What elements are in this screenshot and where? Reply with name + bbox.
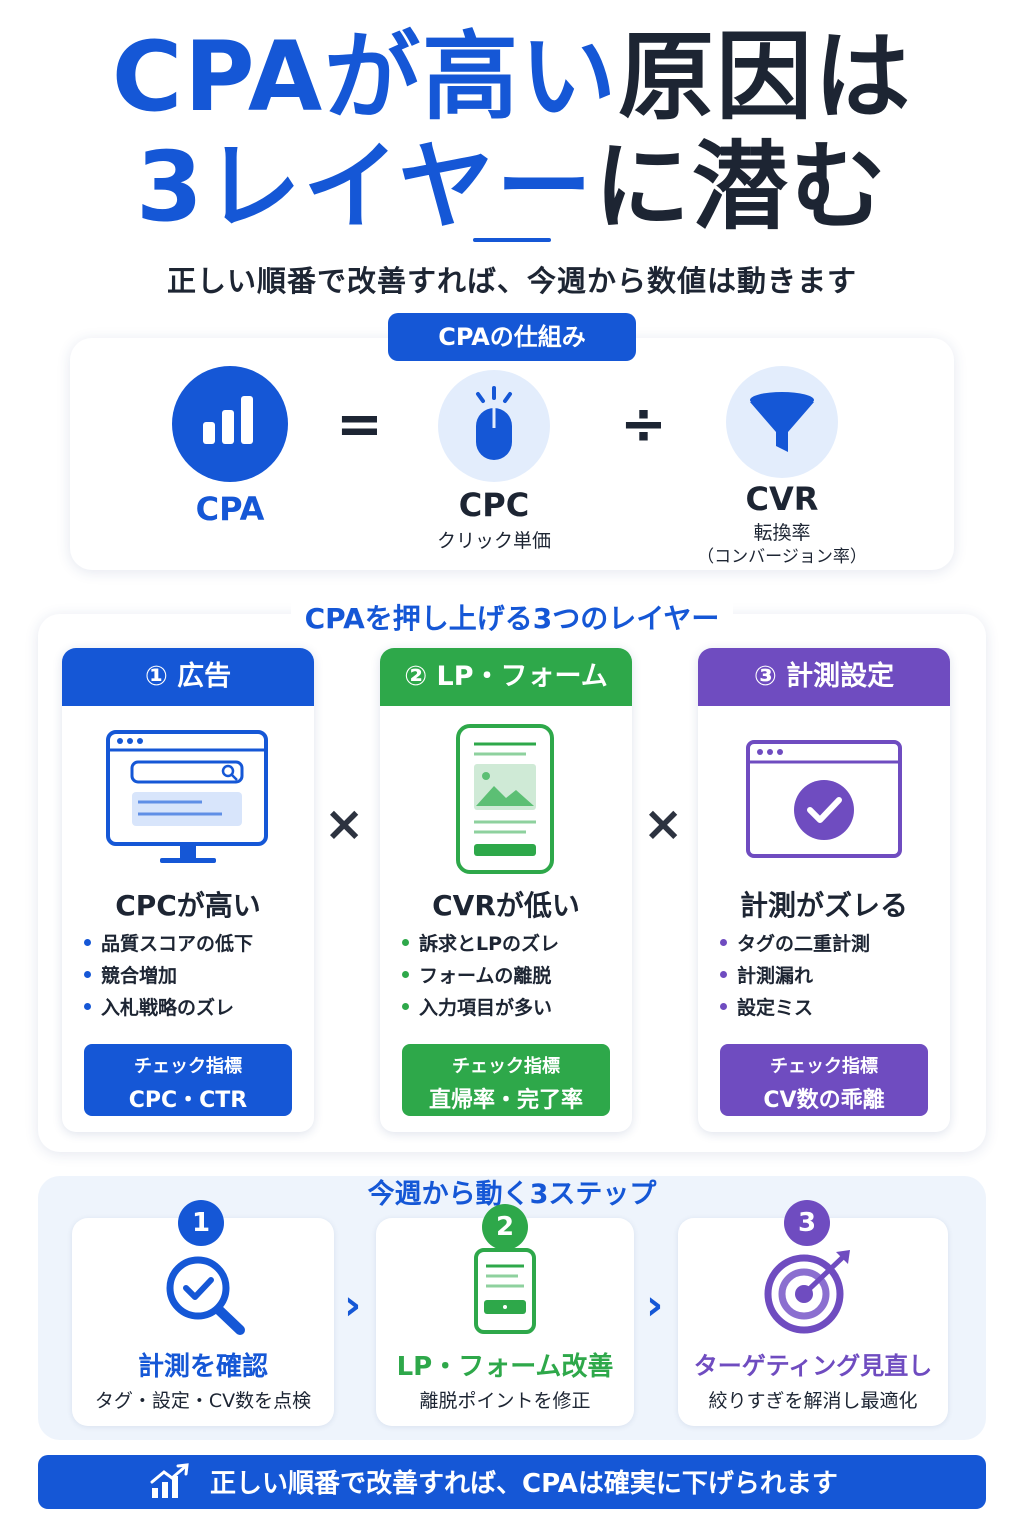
step-chevron: › xyxy=(344,1280,362,1329)
step-number: 2 xyxy=(482,1204,528,1250)
metric-value: CV数の乖離 xyxy=(763,1088,885,1113)
mouse-click-icon xyxy=(476,386,512,460)
cpa-label: CPA xyxy=(195,490,265,528)
bullet-dot xyxy=(720,971,727,978)
step-chevron: › xyxy=(646,1280,664,1329)
list-item: タグの二重計測 xyxy=(720,928,870,960)
list-item: 入力項目が多い xyxy=(402,992,559,1024)
metric-label: チェック指標 xyxy=(770,1056,878,1077)
step-title: ターゲティング見直し xyxy=(693,1352,933,1380)
layer-card-ad: ① 広告 CPCが高い 品質スコアの低下 競合増加 入札戦略のズレ チェック指標… xyxy=(62,648,314,1132)
bullet-dot xyxy=(720,939,727,946)
layers-heading: CPAを押し上げる3つのレイヤー xyxy=(0,597,1024,637)
mechanism-pill: CPAの仕組み xyxy=(388,313,636,361)
list-item-text: 訴求とLPのズレ xyxy=(419,933,560,955)
list-item-text: 設定ミス xyxy=(737,997,814,1019)
list-item-text: 計測漏れ xyxy=(737,965,814,987)
step-title: 計測を確認 xyxy=(137,1352,268,1382)
step-subtitle: タグ・設定・CV数を点検 xyxy=(94,1390,312,1412)
list-item: 入札戦略のズレ xyxy=(84,992,253,1024)
divide-sign: ÷ xyxy=(620,392,667,457)
bullet-dot xyxy=(84,939,91,946)
hero-line-1: CPAが高い原因は xyxy=(0,22,1024,132)
metric-value: CPC・CTR xyxy=(128,1088,248,1113)
cpc-circle xyxy=(438,370,550,482)
layers-heading-text: CPAを押し上げる3つのレイヤー xyxy=(290,602,734,635)
trend-chart-icon xyxy=(150,1463,189,1498)
step-subtitle: 絞りすぎを解消し最適化 xyxy=(708,1390,918,1412)
metric-value: 直帰率・完了率 xyxy=(428,1088,583,1113)
metric-box: チェック指標 直帰率・完了率 xyxy=(402,1044,610,1116)
hero-line-2-highlight: 3レイヤー xyxy=(136,131,594,243)
subtitle: 正しい順番で改善すれば、今週から数値は動きます xyxy=(166,264,857,298)
list-item-text: 競合増加 xyxy=(101,965,178,987)
layer-card-header: ② LP・フォーム xyxy=(380,648,632,706)
step-subtitle: 離脱ポイントを修正 xyxy=(419,1390,591,1412)
list-item-text: 入札戦略のズレ xyxy=(101,997,235,1019)
hero-line-1-rest: 原因は xyxy=(618,21,913,133)
metric-label: チェック指標 xyxy=(134,1056,242,1077)
layer-card-header: ① 広告 xyxy=(62,648,314,706)
funnel-icon xyxy=(750,392,814,452)
hero-title: CPAが高い原因は 3レイヤーに潜む xyxy=(0,22,1024,242)
bullet-dot xyxy=(402,971,409,978)
browser-check-icon xyxy=(746,740,902,858)
bullet-dot xyxy=(402,939,409,946)
bar-chart-icon xyxy=(203,396,253,444)
magnifier-check-icon xyxy=(166,1256,245,1335)
hero-underline xyxy=(473,238,551,242)
list-item: 訴求とLPのズレ xyxy=(402,928,559,960)
step-title: LP・フォーム改善 xyxy=(396,1352,614,1382)
layer-card-measurement: ③ 計測設定 計測がズレる タグの二重計測 計測漏れ 設定ミス チェック指標 C… xyxy=(698,648,950,1132)
layer-card-title: CPCが高い xyxy=(115,889,261,922)
cpc-label: CPC xyxy=(458,486,530,524)
times-sign: × xyxy=(643,796,684,852)
equals-sign: = xyxy=(336,392,383,457)
metric-box: チェック指標 CV数の乖離 xyxy=(720,1044,928,1116)
cvr-circle xyxy=(726,366,838,478)
step-number: 1 xyxy=(178,1200,224,1246)
step-card-1 xyxy=(72,1218,334,1426)
metric-label: チェック指標 xyxy=(452,1056,560,1077)
target-icon xyxy=(764,1250,850,1334)
layer-card-bullets: 品質スコアの低下 競合増加 入札戦略のズレ xyxy=(84,928,253,1024)
layer-card-lp: ② LP・フォーム CVRが低い 訴求とLPのズレ フォームの離脱 入力項目が多… xyxy=(380,648,632,1132)
hero-line-1-highlight: CPAが高い xyxy=(111,21,619,133)
layer-card-bullets: タグの二重計測 計測漏れ 設定ミス xyxy=(720,928,870,1024)
cpa-circle xyxy=(172,366,288,482)
cvr-label: CVR xyxy=(745,480,819,518)
hero-line-2: 3レイヤーに潜む xyxy=(0,132,1024,242)
times-sign: × xyxy=(324,796,365,852)
hero-line-2-rest: に潜む xyxy=(593,131,888,243)
bottom-banner xyxy=(38,1455,986,1509)
list-item-text: 入力項目が多い xyxy=(419,997,553,1019)
list-item: フォームの離脱 xyxy=(402,960,559,992)
layer-card-title: 計測がズレる xyxy=(739,889,908,922)
list-item-text: タグの二重計測 xyxy=(737,933,871,955)
list-item: 競合増加 xyxy=(84,960,253,992)
bullet-dot xyxy=(720,1003,727,1010)
layer-card-header: ③ 計測設定 xyxy=(698,648,950,706)
cvr-sublabel: 転換率 xyxy=(753,522,811,544)
banner-text: 正しい順番で改善すれば、CPAは確実に下げられます xyxy=(210,1469,838,1499)
list-item-text: 品質スコアの低下 xyxy=(101,933,254,955)
layer-card-bullets: 訴求とLPのズレ フォームの離脱 入力項目が多い xyxy=(402,928,559,1024)
layer-card-title: CVRが低い xyxy=(432,889,580,922)
list-item-text: フォームの離脱 xyxy=(419,965,552,987)
bullet-dot xyxy=(84,971,91,978)
smartphone-icon xyxy=(474,1248,536,1334)
smartphone-lp-icon xyxy=(456,724,554,874)
list-item: 設定ミス xyxy=(720,992,870,1024)
bullet-dot xyxy=(84,1003,91,1010)
step-number: 3 xyxy=(784,1200,830,1246)
cvr-sublabel-note: （コンバージョン率） xyxy=(697,547,867,567)
search-monitor-icon xyxy=(106,730,268,863)
list-item: 品質スコアの低下 xyxy=(84,928,253,960)
cpc-sublabel: クリック単価 xyxy=(436,530,551,552)
bullet-dot xyxy=(402,1003,409,1010)
list-item: 計測漏れ xyxy=(720,960,870,992)
metric-box: チェック指標 CPC・CTR xyxy=(84,1044,292,1116)
